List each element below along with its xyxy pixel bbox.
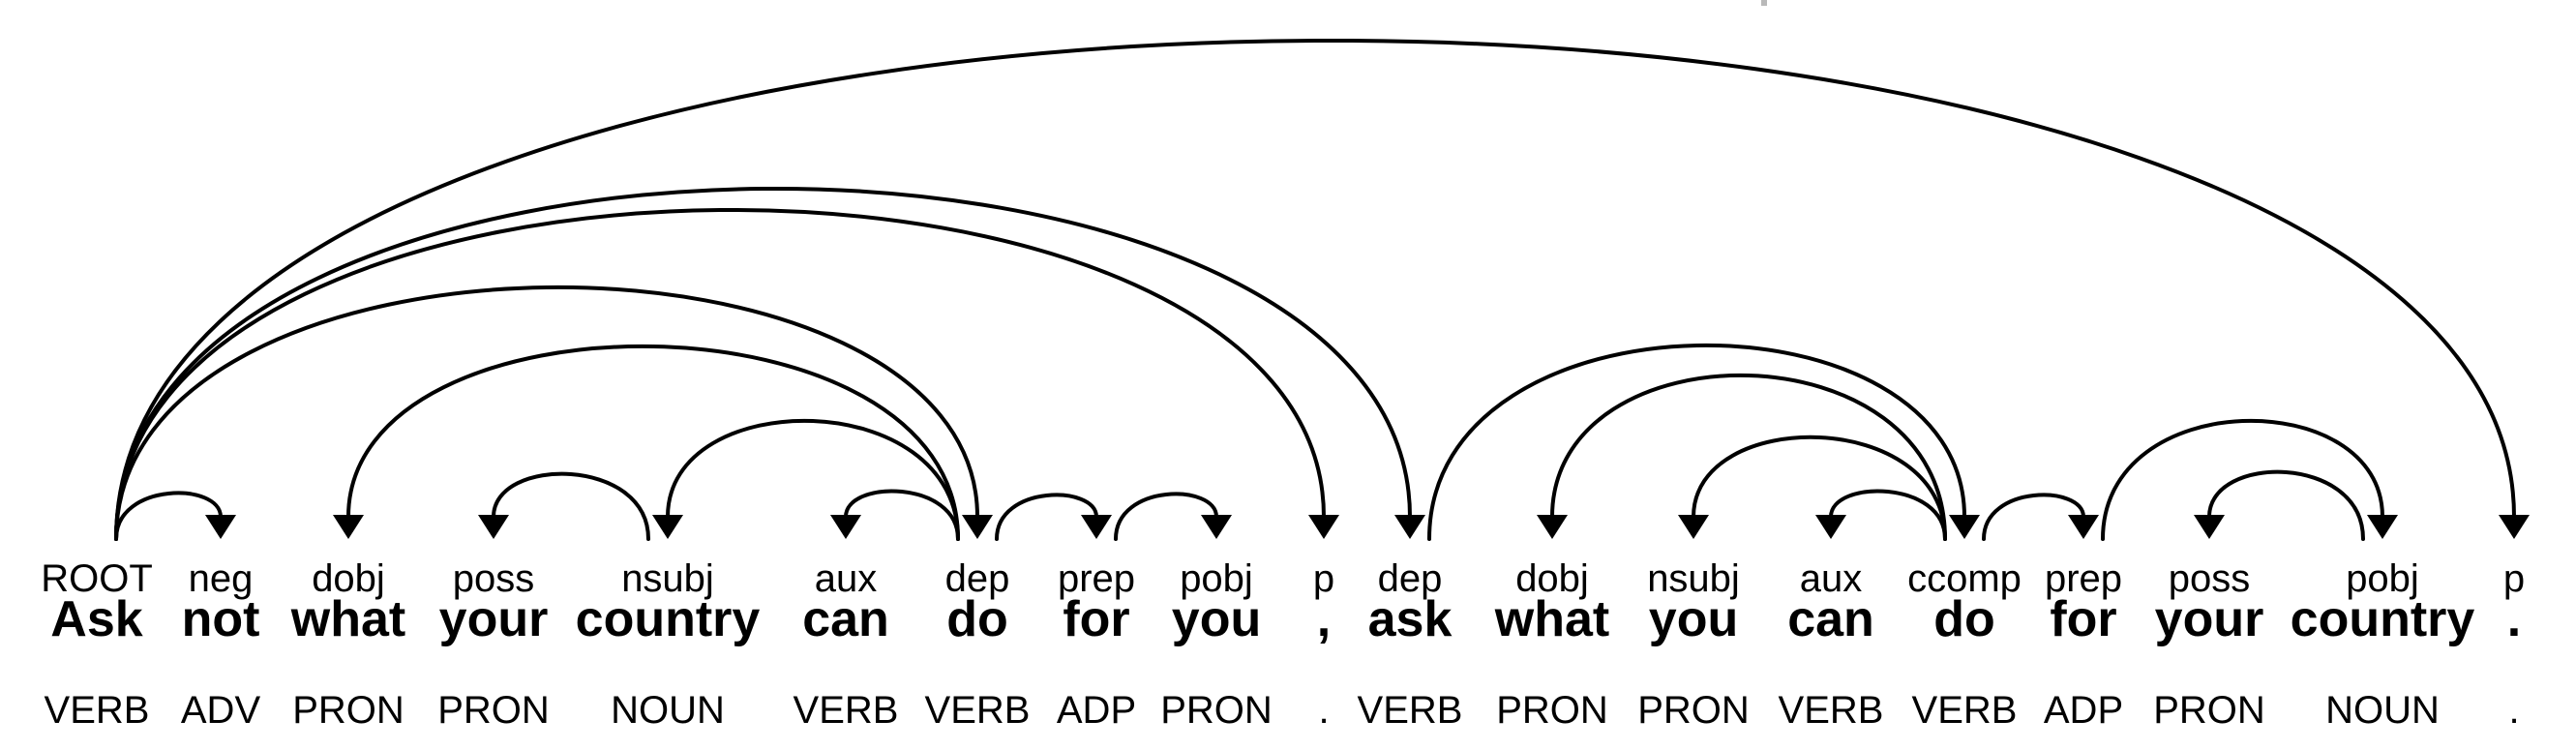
dep-label-2-dobj: dobj <box>312 557 385 600</box>
token-word-15-for: for <box>2050 591 2117 647</box>
dep-label-17-pobj: pobj <box>2346 557 2419 600</box>
pos-tag-2-PRON: PRON <box>292 689 404 732</box>
token-word-3-your: your <box>438 591 549 647</box>
arrowhead-nsubj-7 <box>652 515 683 539</box>
pos-tag-1-ADV: ADV <box>180 689 261 732</box>
token-word-9-,: , <box>1316 591 1332 647</box>
dep-arc-poss-6 <box>492 471 650 541</box>
dep-label-16-poss: poss <box>2168 557 2251 600</box>
dep-arc-prep-9 <box>995 493 1098 541</box>
token-word-11-what: what <box>1494 591 1610 647</box>
dep-arc-dep-3 <box>114 187 1412 541</box>
token-word-17-country: country <box>2290 591 2475 647</box>
dep-arc-nsubj-7 <box>666 418 960 541</box>
arrowhead-dobj-5 <box>333 515 364 539</box>
arrowhead-nsubj-13 <box>1678 515 1709 539</box>
dep-label-18-p: p <box>2502 557 2526 600</box>
token-word-0-Ask: Ask <box>50 591 143 647</box>
arrowhead-poss-17 <box>2194 515 2225 539</box>
arrowhead-dobj-12 <box>1537 515 1568 539</box>
pos-tag-16-PRON: PRON <box>2153 689 2265 732</box>
pos-tag-8-PRON: PRON <box>1160 689 1273 732</box>
token-word-7-for: for <box>1063 591 1130 647</box>
pos-tag-11-PRON: PRON <box>1496 689 1608 732</box>
token-word-2-what: what <box>290 591 406 647</box>
dep-label-3-poss: poss <box>452 557 535 600</box>
dep-arc-dep-1 <box>114 285 979 541</box>
arrowhead-poss-6 <box>478 515 509 539</box>
dep-arc-poss-17 <box>2207 469 2365 541</box>
dep-arc-p-2 <box>114 207 1326 541</box>
arrowhead-p-4 <box>2499 515 2530 539</box>
dep-arc-pobj-10 <box>1114 492 1218 541</box>
pos-tag-13-VERB: VERB <box>1778 689 1884 732</box>
dep-label-13-aux: aux <box>1799 557 1863 600</box>
dep-label-1-neg: neg <box>188 557 254 600</box>
token-word-12-you: you <box>1648 591 1739 647</box>
arrowhead-p-2 <box>1308 515 1339 539</box>
dep-label-11-dobj: dobj <box>1515 557 1589 600</box>
token-word-6-do: do <box>946 591 1008 647</box>
dep-arc-aux-8 <box>844 489 960 541</box>
arrowhead-pobj-16 <box>2367 515 2398 539</box>
arrowhead-ccomp-11 <box>1949 515 1980 539</box>
token-word-16-your: your <box>2154 591 2264 647</box>
arrowhead-aux-8 <box>830 515 861 539</box>
dep-arc-ccomp-11 <box>1427 343 1966 541</box>
token-word-13-can: can <box>1787 591 1874 647</box>
pos-tag-9-.: . <box>1318 689 1330 732</box>
dep-label-4-nsubj: nsubj <box>621 557 714 600</box>
dep-arc-neg-0 <box>114 491 223 541</box>
token-word-8-you: you <box>1171 591 1262 647</box>
pos-tag-18-.: . <box>2508 689 2520 732</box>
dep-arc-p-4 <box>114 39 2516 541</box>
pos-tag-14-VERB: VERB <box>1911 689 2018 732</box>
dep-arc-nsubj-13 <box>1692 435 1947 541</box>
pos-tag-17-NOUN: NOUN <box>2325 689 2440 732</box>
arrowhead-dep-1 <box>962 515 993 539</box>
dep-label-7-prep: prep <box>1057 557 1136 600</box>
pos-tag-10-VERB: VERB <box>1357 689 1463 732</box>
dep-label-12-nsubj: nsubj <box>1647 557 1740 600</box>
dep-arc-aux-14 <box>1829 489 1947 541</box>
token-word-18-.: . <box>2506 591 2522 647</box>
pos-tag-12-PRON: PRON <box>1637 689 1750 732</box>
pos-tag-7-ADP: ADP <box>1056 689 1137 732</box>
dep-label-8-pobj: pobj <box>1180 557 1253 600</box>
dep-label-6-dep: dep <box>944 557 1010 600</box>
arrowhead-aux-14 <box>1815 515 1846 539</box>
arrowhead-prep-9 <box>1081 515 1112 539</box>
arrowhead-pobj-10 <box>1201 515 1232 539</box>
dep-label-0-ROOT: ROOT <box>41 557 153 600</box>
arrowhead-prep-15 <box>2068 515 2099 539</box>
dep-arc-prep-15 <box>1982 493 2085 541</box>
pos-tag-3-PRON: PRON <box>437 689 550 732</box>
arrowhead-neg-0 <box>205 515 236 539</box>
token-word-4-country: country <box>575 591 761 647</box>
token-word-1-not: not <box>181 591 260 647</box>
token-word-5-can: can <box>802 591 889 647</box>
dep-label-14-ccomp: ccomp <box>1907 557 2022 600</box>
pos-tag-4-NOUN: NOUN <box>611 689 725 732</box>
token-word-10-ask: ask <box>1367 591 1453 647</box>
dep-arc-dobj-12 <box>1550 373 1947 541</box>
cursor-artifact <box>1761 0 1767 6</box>
dep-label-9-p: p <box>1312 557 1335 600</box>
dep-label-15-prep: prep <box>2044 557 2123 600</box>
pos-tag-6-VERB: VERB <box>924 689 1031 732</box>
dep-arc-pobj-16 <box>2101 418 2384 541</box>
dep-label-5-aux: aux <box>814 557 878 600</box>
pos-tag-0-VERB: VERB <box>44 689 150 732</box>
pos-tag-15-ADP: ADP <box>2043 689 2124 732</box>
dep-label-10-dep: dep <box>1377 557 1443 600</box>
arrowhead-dep-3 <box>1394 515 1425 539</box>
dep-arc-dobj-5 <box>346 345 960 541</box>
pos-tag-5-VERB: VERB <box>793 689 899 732</box>
token-word-14-do: do <box>1933 591 1995 647</box>
